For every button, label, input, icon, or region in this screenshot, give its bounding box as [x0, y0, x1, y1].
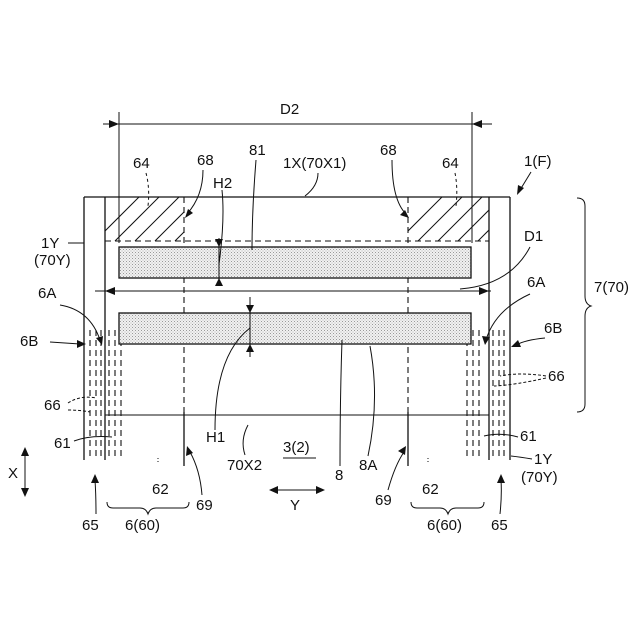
label-h1: H1: [206, 429, 225, 446]
hatch-region-64-left: [95, 197, 219, 241]
label-1x: 1X(70X1): [283, 155, 346, 172]
label-66-right: 66: [548, 368, 565, 385]
label-69-left: 69: [196, 497, 213, 514]
strip-8: [119, 313, 471, 344]
label-1y-right-a: 1Y: [534, 451, 552, 468]
label-1f: 1(F): [524, 153, 552, 170]
d2-dimension: D2: [103, 101, 492, 243]
label-8: 8: [335, 467, 343, 484]
label-d2: D2: [280, 101, 299, 118]
label-6a-left: 6A: [38, 285, 56, 302]
label-69-right: 69: [375, 492, 392, 509]
label-65-left: 65: [82, 517, 99, 534]
label-68-right: 68: [380, 142, 397, 159]
label-7-70: 7(70): [594, 279, 629, 296]
label-6b-right: 6B: [544, 320, 562, 337]
label-6a-right: 6A: [527, 274, 545, 291]
label-61-left: 61: [54, 435, 71, 452]
brace-6-60-left: [107, 502, 189, 514]
label-66-left: 66: [44, 397, 61, 414]
label-1y-left-b: (70Y): [34, 252, 71, 269]
label-62-right: 62: [422, 481, 439, 498]
y-axis-arrow: Y: [269, 486, 325, 514]
label-65-right: 65: [491, 517, 508, 534]
label-8a: 8A: [359, 457, 377, 474]
label-64-right: 64: [442, 155, 459, 172]
brace-7-70: [577, 198, 591, 412]
label-6-60-left: 6(60): [125, 517, 160, 534]
strip-81: [119, 247, 471, 278]
d1-dimension: [95, 287, 491, 295]
label-61-right: 61: [520, 428, 537, 445]
label-64-left: 64: [133, 155, 150, 172]
label-1y-right-b: (70Y): [521, 469, 558, 486]
label-6-60-right: 6(60): [427, 517, 462, 534]
label-h2: H2: [213, 175, 232, 192]
label-y-axis: Y: [290, 497, 300, 514]
label-70x2: 70X2: [227, 457, 262, 474]
label-d1: D1: [524, 228, 543, 245]
label-1y-left-a: 1Y: [41, 235, 59, 252]
hatch-region-64-right: [398, 197, 522, 241]
brace-6-60-right: [411, 502, 484, 514]
label-81: 81: [249, 142, 266, 159]
label-6b-left: 6B: [20, 333, 38, 350]
label-x-axis: X: [8, 465, 18, 482]
label-68-left: 68: [197, 152, 214, 169]
label-3-2: 3(2): [283, 439, 310, 456]
label-62-left: 62: [152, 481, 169, 498]
x-axis-arrow: X: [8, 447, 29, 497]
